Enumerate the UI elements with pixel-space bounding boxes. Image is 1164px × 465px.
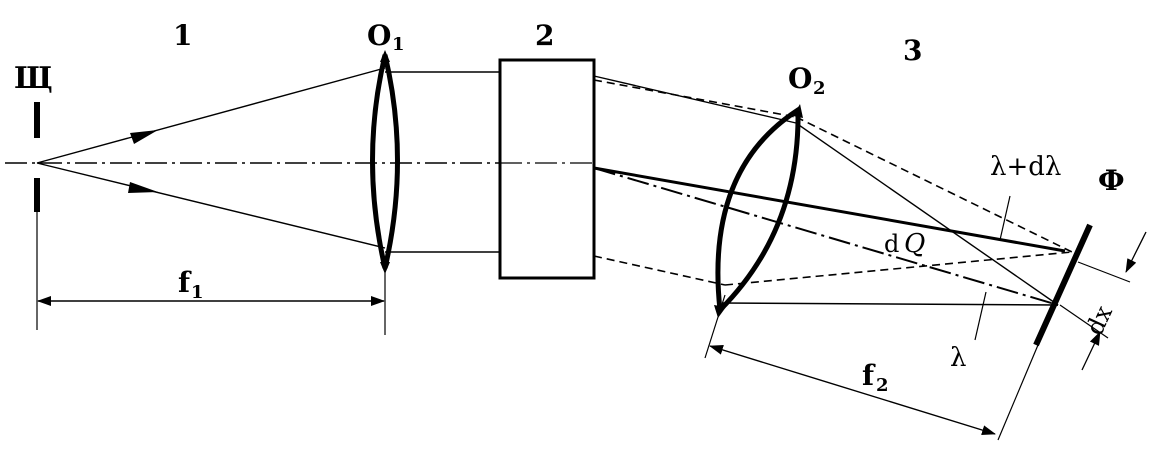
ray-arrow-lower — [128, 182, 158, 193]
ray-arrow-upper — [130, 130, 158, 144]
lens-o1-subscript: 1 — [392, 34, 405, 55]
focal-f2-label: f — [862, 359, 876, 392]
ray-dashed-lower-b — [724, 251, 1073, 286]
wavelength-plus-label: λ+dλ — [990, 152, 1061, 182]
dx-ext-upper — [1077, 261, 1131, 283]
ray-dashed-upper-b — [795, 116, 1073, 253]
detector-label: Ф — [1098, 164, 1125, 197]
focal-f2-line — [709, 345, 996, 435]
lens-o2-subscript: 2 — [813, 78, 826, 99]
lens-o2-label: O — [788, 62, 812, 95]
focal-f1-subscript: 1 — [191, 282, 204, 303]
focal-f2-ext-right — [997, 344, 1039, 441]
dx-label: dx — [1080, 301, 1118, 339]
lens-o2 — [714, 104, 803, 318]
slit-label: Щ — [14, 61, 53, 96]
dispersive-element — [498, 58, 596, 280]
dispersion-angle-d: d — [884, 230, 899, 258]
lens-o1-label: O — [367, 19, 391, 52]
ray-lambda-upper-focus — [795, 122, 1059, 306]
ray-lambda-lower-focus — [721, 302, 1059, 306]
detector-plane — [1033, 223, 1093, 347]
ray-lambda-upper — [593, 75, 797, 124]
dx-arrow-upper — [1125, 231, 1147, 273]
chief-ray-lambda-plus — [593, 166, 1066, 253]
section-label-1: 1 — [173, 19, 192, 52]
focal-f2-subscript: 2 — [876, 375, 889, 396]
section-label-2: 2 — [535, 19, 554, 52]
section-label-3: 3 — [903, 34, 922, 67]
chief-ray-lambda — [593, 167, 1059, 306]
ray-dashed-lower-a — [593, 255, 726, 286]
focal-f1-label: f — [178, 266, 192, 299]
dispersion-angle-theta: Q — [904, 229, 925, 259]
dx-arrow-lower — [1081, 331, 1101, 371]
leader-lambda-plus — [999, 195, 1011, 241]
ray-upper-1 — [36, 67, 386, 164]
wavelength-label: λ — [950, 343, 966, 373]
focal-f2-ext-left — [704, 294, 726, 359]
leader-lambda — [974, 291, 987, 341]
ray-lower-1 — [36, 162, 386, 249]
ray-dashed-upper-a — [593, 79, 797, 118]
lens-o1 — [370, 50, 400, 274]
